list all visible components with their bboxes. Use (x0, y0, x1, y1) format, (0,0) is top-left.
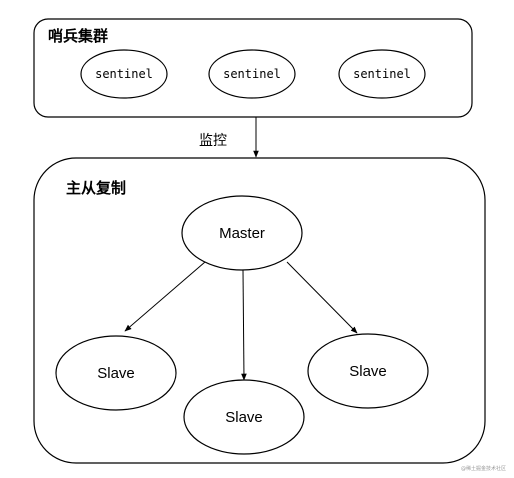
master-node-label: Master (219, 225, 265, 242)
slave-node-label: Slave (225, 409, 263, 426)
sentinel-node-label: sentinel (95, 67, 153, 81)
replication-arrow-middle (241, 269, 247, 381)
slave-node-label: Slave (349, 363, 387, 380)
monitor-connector: 监控 (199, 117, 259, 158)
replication-arrow-right (286, 261, 358, 334)
sentinel-cluster-title: 哨兵集群 (48, 27, 108, 45)
replication-arrow-left (124, 261, 206, 332)
watermark-text: @稀土掘金技术社区 (461, 465, 506, 472)
slave-node-left: Slave (55, 335, 177, 411)
sentinel-node-2: sentinel (208, 49, 296, 99)
sentinel-node-shape (80, 49, 168, 99)
sentinel-node-label: sentinel (353, 67, 411, 81)
sentinel-node-shape (208, 49, 296, 99)
replication-group: 主从复制 Master Slave Slave Slave (33, 157, 486, 464)
sentinel-node-3: sentinel (338, 49, 426, 99)
sentinel-node-1: sentinel (80, 49, 168, 99)
sentinel-node-label: sentinel (223, 67, 281, 81)
slave-node-middle: Slave (183, 379, 305, 455)
monitor-label: 监控 (199, 133, 227, 149)
master-node-shape (181, 195, 303, 271)
master-node: Master (181, 195, 303, 271)
slave-node-shape (55, 335, 177, 411)
slave-node-shape (307, 333, 429, 409)
replication-title: 主从复制 (66, 179, 126, 197)
slave-node-label: Slave (97, 365, 135, 382)
slave-node-right: Slave (307, 333, 429, 409)
slave-node-shape (183, 379, 305, 455)
sentinel-cluster-group: 哨兵集群 sentinel sentinel sentinel (33, 18, 473, 118)
sentinel-node-shape (338, 49, 426, 99)
